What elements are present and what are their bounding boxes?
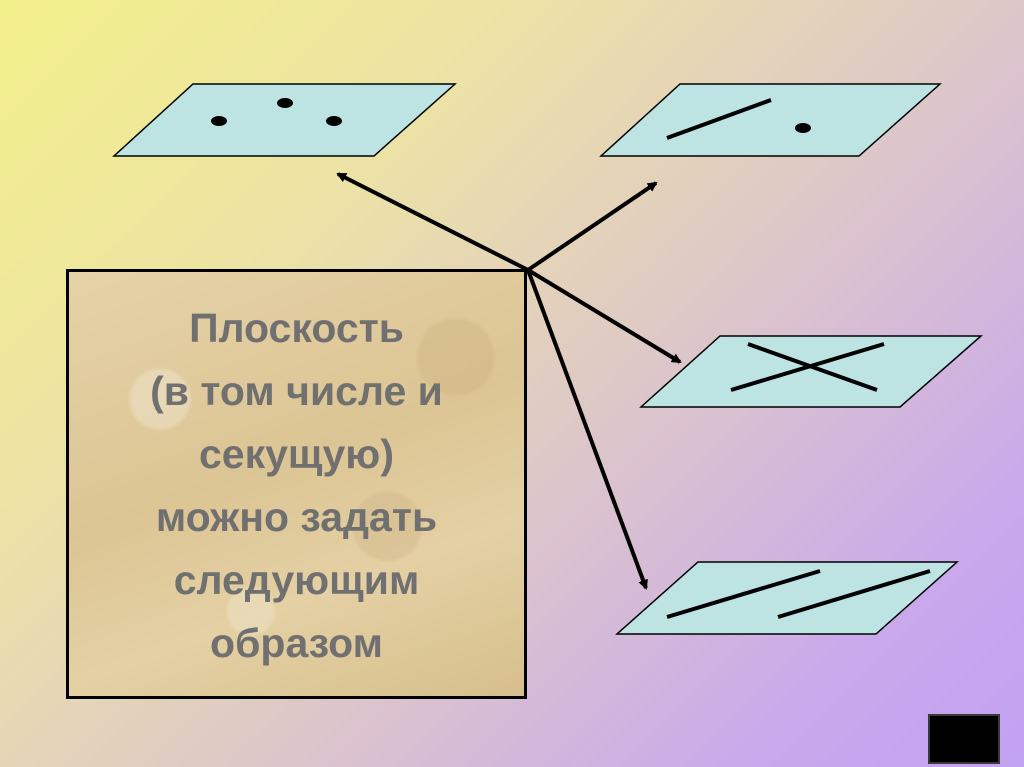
line-segment — [666, 98, 772, 140]
plane-three-points — [112, 83, 457, 157]
plane-shape — [639, 335, 983, 408]
plane-intersecting-lines — [639, 335, 983, 408]
arrows — [336, 172, 682, 590]
arrow-to-plane-parallel-lines — [526, 269, 648, 590]
plane-shape — [112, 83, 457, 157]
plane-line-and-point — [599, 83, 942, 157]
parallel-line-one — [666, 569, 821, 619]
point-b — [277, 98, 293, 108]
definition-box: Плоскость (в том числе и секущую) можно … — [66, 269, 527, 699]
point-off-line — [795, 123, 811, 133]
line-two — [730, 342, 885, 392]
point-c — [326, 116, 342, 126]
next-slide-button[interactable] — [928, 714, 1000, 764]
plane-parallel-lines — [615, 561, 959, 635]
plane-shape — [615, 561, 959, 635]
arrow-to-plane-line-and-point — [526, 181, 658, 272]
arrow-to-plane-three-points — [336, 172, 529, 272]
definition-text: Плоскость (в том числе и секущую) можно … — [150, 305, 443, 666]
plane-shape — [599, 83, 942, 157]
arrow-to-plane-intersecting-lines — [526, 268, 682, 364]
point-a — [211, 116, 227, 126]
parallel-line-two — [777, 569, 931, 619]
